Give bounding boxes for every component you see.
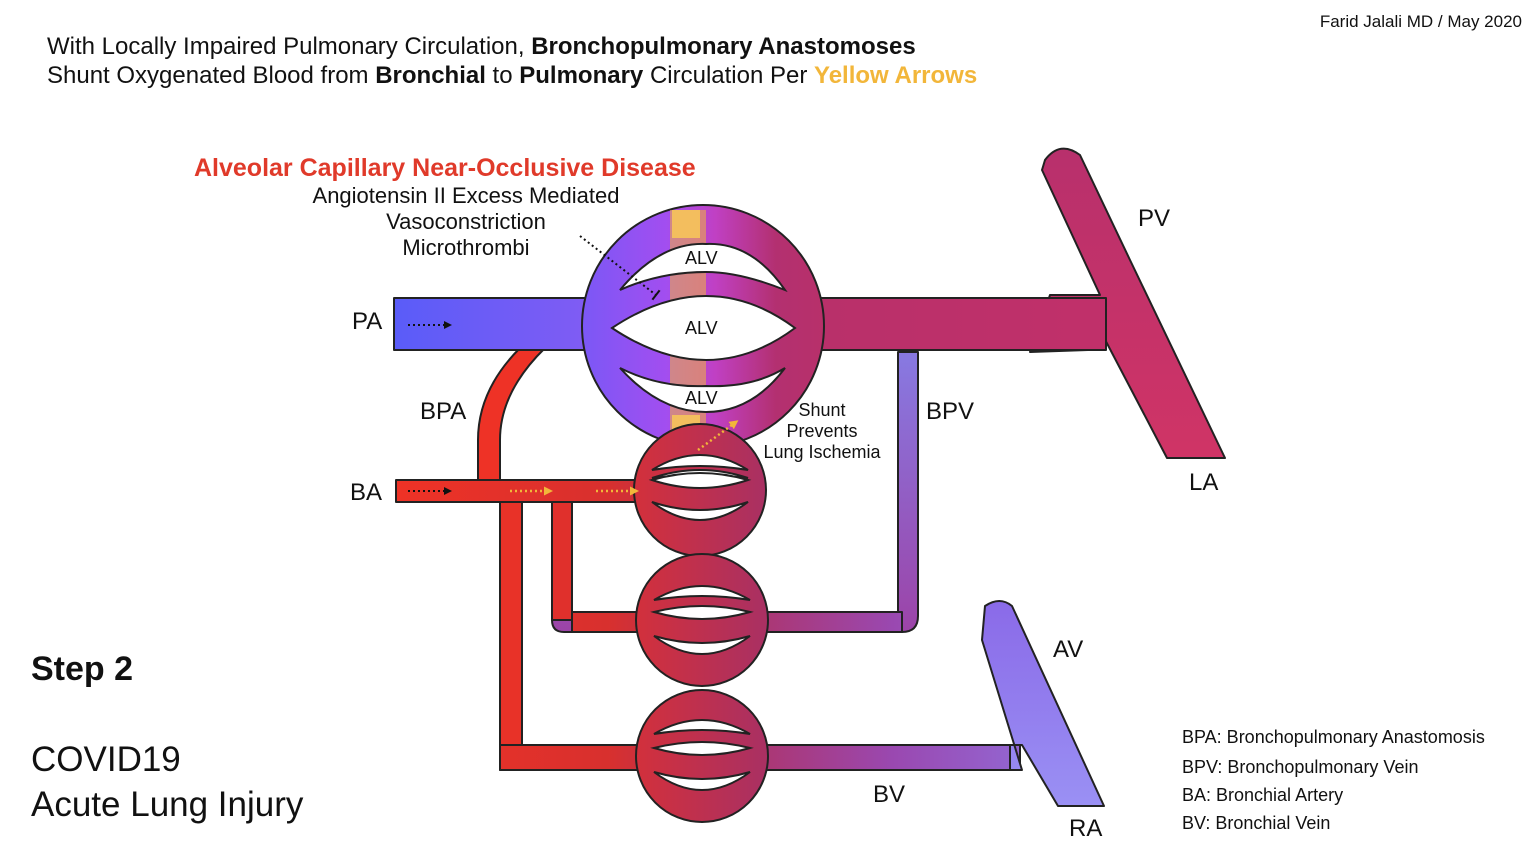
label-alv-bottom: ALV — [685, 388, 718, 408]
shunt-annotation: Shunt Prevents Lung Ischemia — [763, 400, 881, 462]
bronchial-loop-3 — [635, 689, 769, 823]
title-line-2: Shunt Oxygenated Blood from Bronchial to… — [47, 62, 978, 89]
bpa-anastomosis — [477, 347, 546, 481]
label-ba: BA — [350, 479, 383, 506]
subtitle-line-1: COVID19 — [31, 740, 181, 779]
ra-branch — [981, 600, 1105, 807]
label-bv: BV — [873, 781, 906, 808]
legend-item: BPA: Bronchopulmonary Anastomosis — [1182, 727, 1485, 747]
step-label: Step 2 — [31, 650, 134, 688]
disease-heading: Alveolar Capillary Near-Occlusive Diseas… — [194, 154, 696, 182]
flow-arrows — [408, 235, 739, 496]
label-pv: PV — [1138, 205, 1171, 232]
author-credit: Farid Jalali MD / May 2020 — [1319, 12, 1522, 31]
label-bpa: BPA — [420, 398, 467, 425]
alveolar-capillary-loop — [581, 204, 825, 448]
title-line-1: With Locally Impaired Pulmonary Circulat… — [47, 33, 916, 60]
bronchial-loop-2 — [635, 553, 769, 687]
legend-item: BV: Bronchial Vein — [1182, 813, 1331, 833]
label-av: AV — [1053, 636, 1084, 663]
legend-item: BA: Bronchial Artery — [1182, 785, 1344, 805]
label-alv-top: ALV — [685, 248, 718, 268]
legend-item: BPV: Bronchopulmonary Vein — [1182, 757, 1419, 777]
label-ra: RA — [1069, 815, 1103, 842]
subtitle-line-2: Acute Lung Injury — [31, 785, 304, 824]
label-bpv: BPV — [926, 398, 975, 425]
disease-description: Angiotensin II Excess Mediated Vasoconst… — [312, 183, 620, 260]
label-pa: PA — [352, 308, 383, 335]
label-alv-middle: ALV — [685, 318, 718, 338]
label-la: LA — [1189, 469, 1219, 496]
bronchial-loop-1 — [633, 423, 767, 557]
